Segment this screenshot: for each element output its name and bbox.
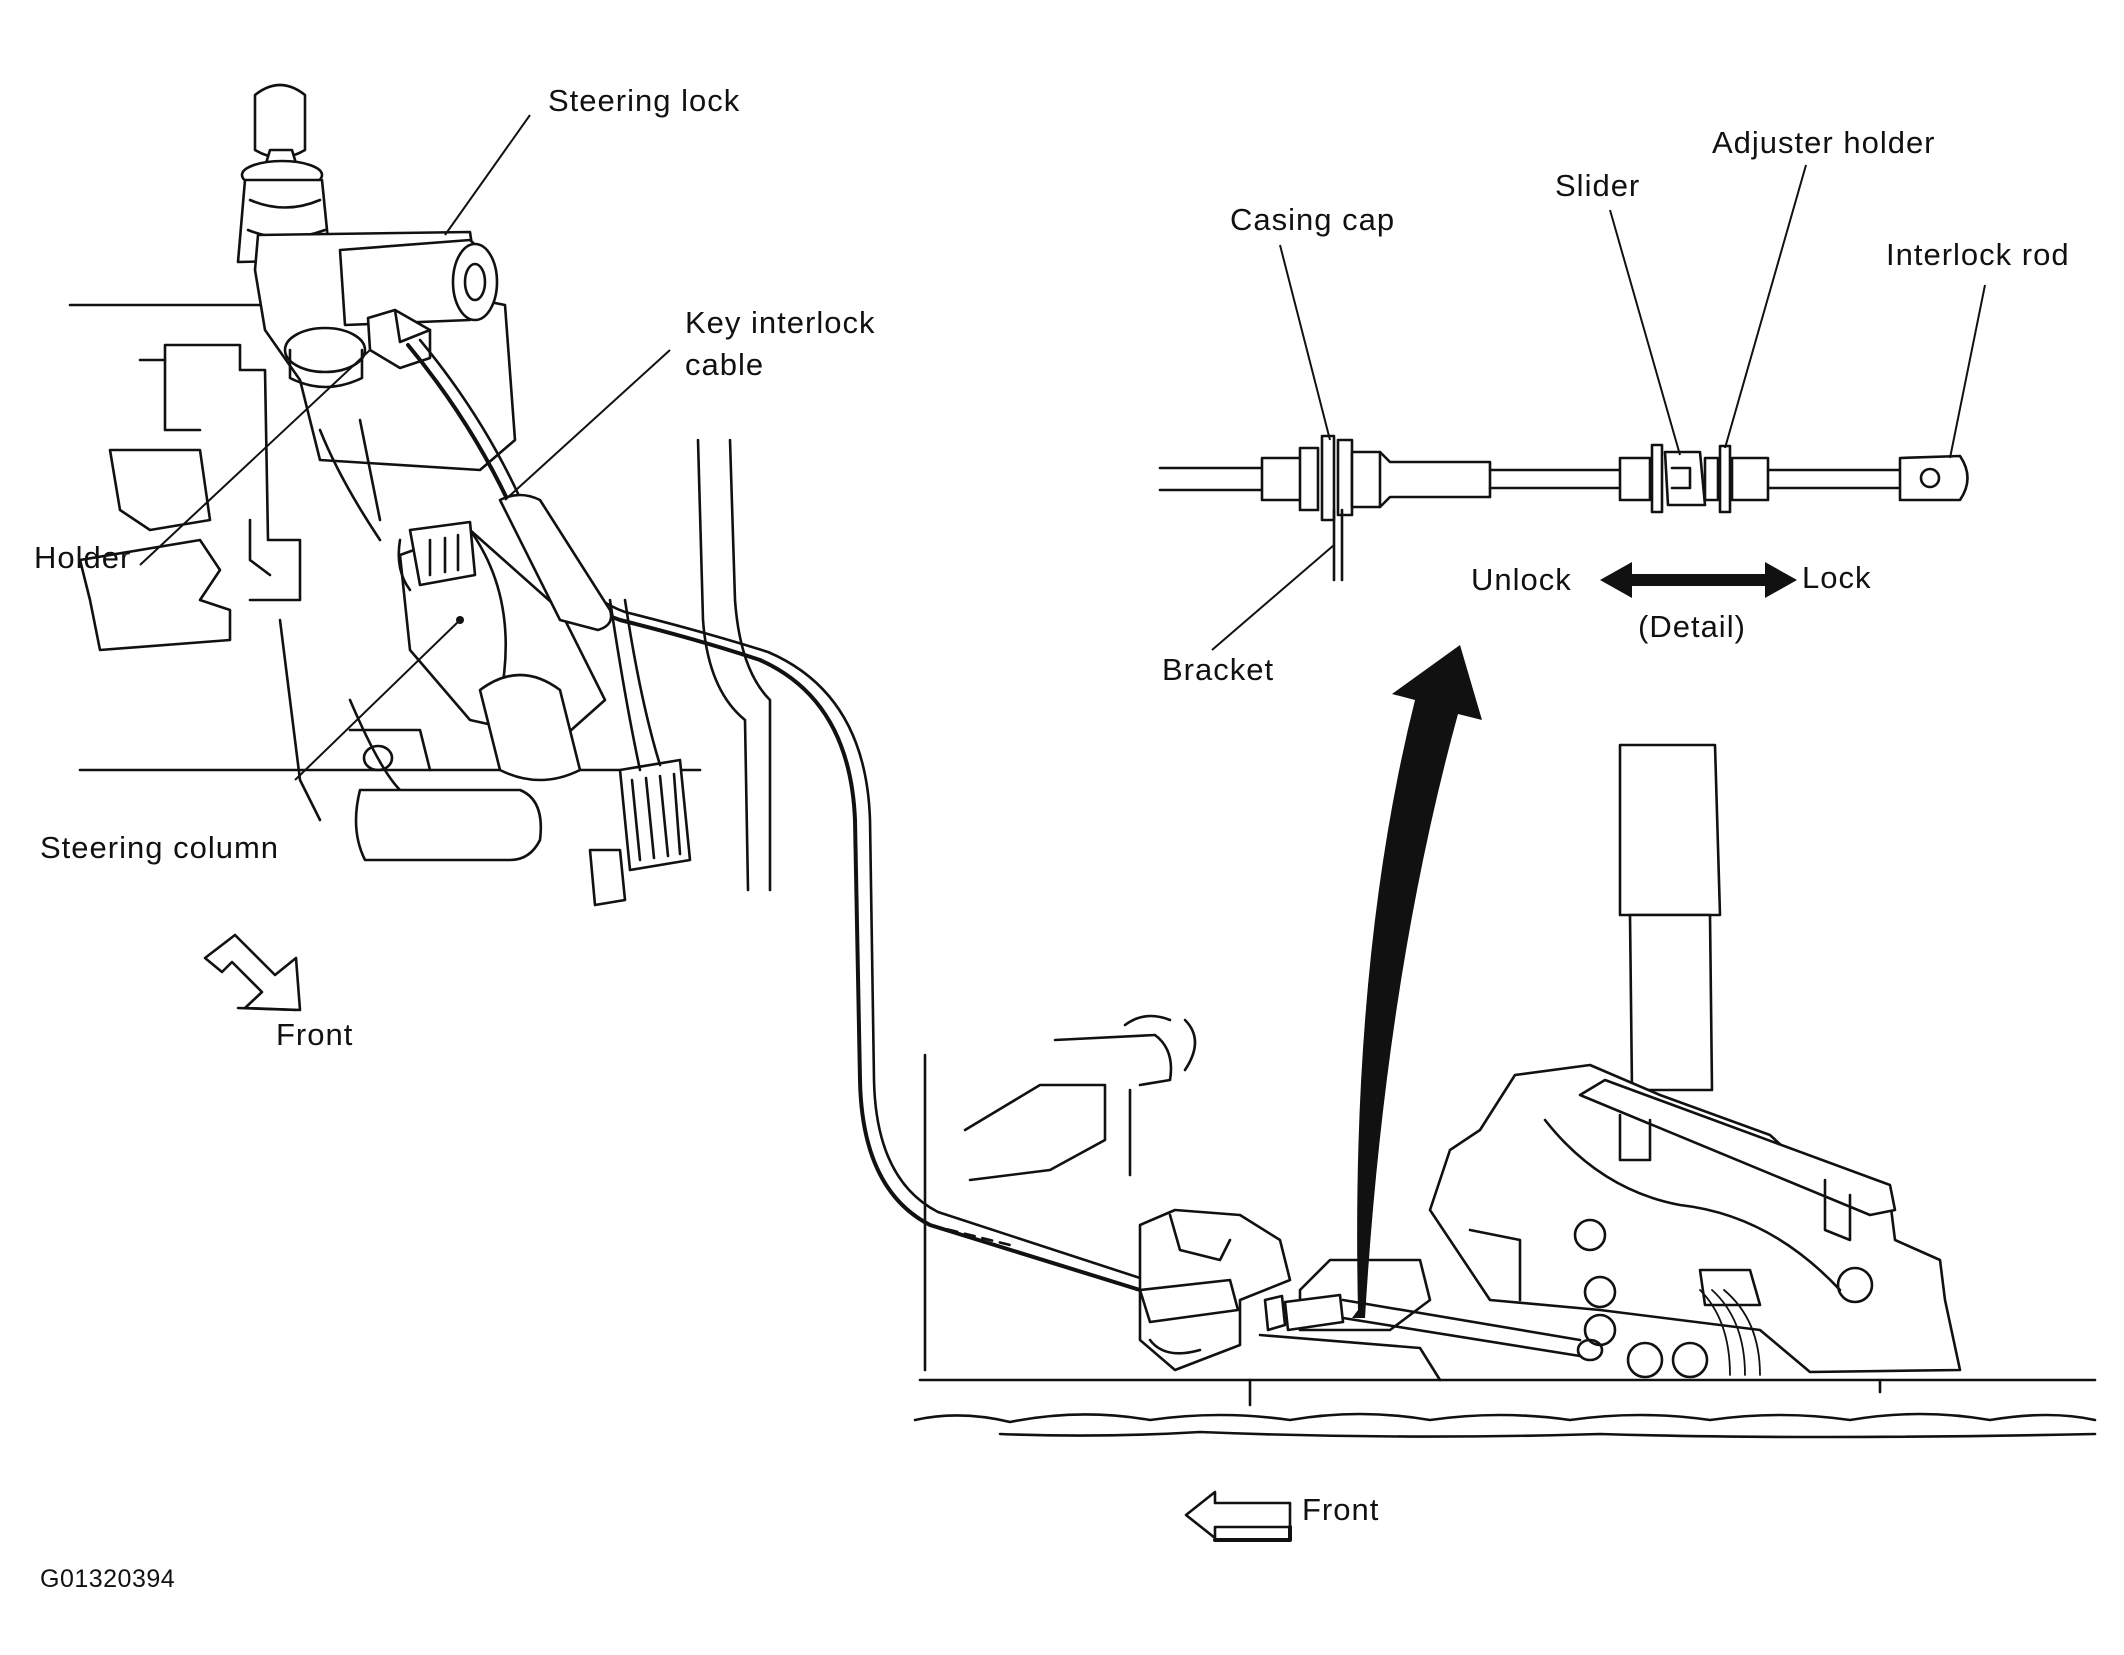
interlock-rod-label: Interlock rod	[1886, 237, 2070, 272]
casing-cap-label: Casing cap	[1230, 202, 1395, 237]
cable-detail-view	[1158, 434, 1969, 582]
left-arrow-icon	[1184, 1490, 1292, 1542]
adjuster-holder-label: Adjuster holder	[1712, 125, 1936, 160]
bent-arrow-icon	[203, 933, 302, 1012]
leader-lines	[139, 114, 1986, 781]
double-headed-arrow-icon	[1600, 562, 1797, 598]
front-label-upper: Front	[276, 1017, 353, 1052]
key-interlock-cable	[406, 338, 1142, 1292]
holder-label: Holder	[34, 540, 131, 575]
steering-lock-label: Steering lock	[548, 83, 740, 118]
bracket-label: Bracket	[1162, 652, 1274, 687]
key-interlock-cable-label-line2: cable	[685, 347, 764, 382]
figure-code: G01320394	[40, 1565, 175, 1593]
front-label-lower: Front	[1302, 1492, 1379, 1527]
unlock-label: Unlock	[1471, 562, 1572, 597]
shift-lever-assembly	[913, 743, 2097, 1439]
steering-column-label: Steering column	[40, 830, 279, 865]
curved-arrow-icon	[1352, 645, 1482, 1318]
key-interlock-cable-label-line1: Key interlock	[685, 305, 875, 340]
detail-label: (Detail)	[1638, 609, 1746, 644]
slider-label: Slider	[1555, 168, 1640, 203]
steering-column-assembly	[68, 83, 772, 907]
lock-label: Lock	[1802, 560, 1871, 595]
